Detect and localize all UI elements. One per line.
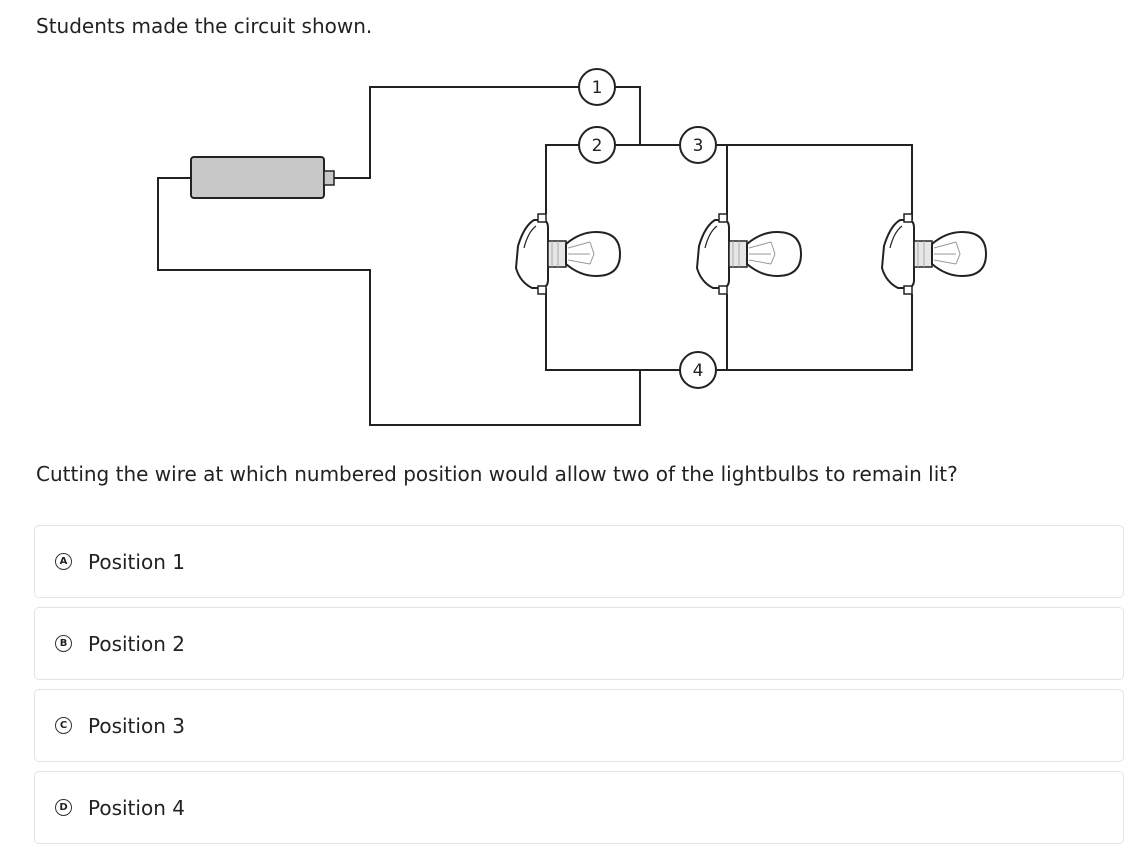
lightbulb-left (515, 213, 621, 295)
choice-b-label: Position 2 (88, 631, 185, 656)
battery-terminal (323, 170, 335, 186)
choice-c[interactable]: C Position 3 (34, 689, 1124, 762)
choice-d-label: Position 4 (88, 795, 185, 820)
position-marker-3-label: 3 (693, 136, 704, 156)
choice-d[interactable]: D Position 4 (34, 771, 1124, 844)
choice-b[interactable]: B Position 2 (34, 607, 1124, 680)
answer-choices: A Position 1 B Position 2 C Position 3 D… (34, 525, 1124, 853)
choice-a[interactable]: A Position 1 (34, 525, 1124, 598)
choice-a-letter-icon: A (55, 553, 72, 570)
intro-text: Students made the circuit shown. (36, 14, 373, 38)
question-text: Cutting the wire at which numbered posit… (36, 462, 958, 486)
circuit-diagram: 1 2 3 4 (157, 68, 987, 426)
battery (190, 156, 325, 199)
position-marker-1-label: 1 (592, 78, 603, 98)
choice-a-label: Position 1 (88, 549, 185, 574)
lightbulb-middle (696, 213, 802, 295)
lightbulb-right (881, 213, 987, 295)
position-marker-4-label: 4 (693, 361, 704, 381)
circuit-wires (157, 86, 913, 426)
choice-c-label: Position 3 (88, 713, 185, 738)
position-marker-4: 4 (679, 351, 717, 389)
position-marker-3: 3 (679, 126, 717, 164)
position-marker-2-label: 2 (592, 136, 603, 156)
choice-c-letter-icon: C (55, 717, 72, 734)
position-marker-2: 2 (578, 126, 616, 164)
choice-d-letter-icon: D (55, 799, 72, 816)
choice-b-letter-icon: B (55, 635, 72, 652)
position-marker-1: 1 (578, 68, 616, 106)
